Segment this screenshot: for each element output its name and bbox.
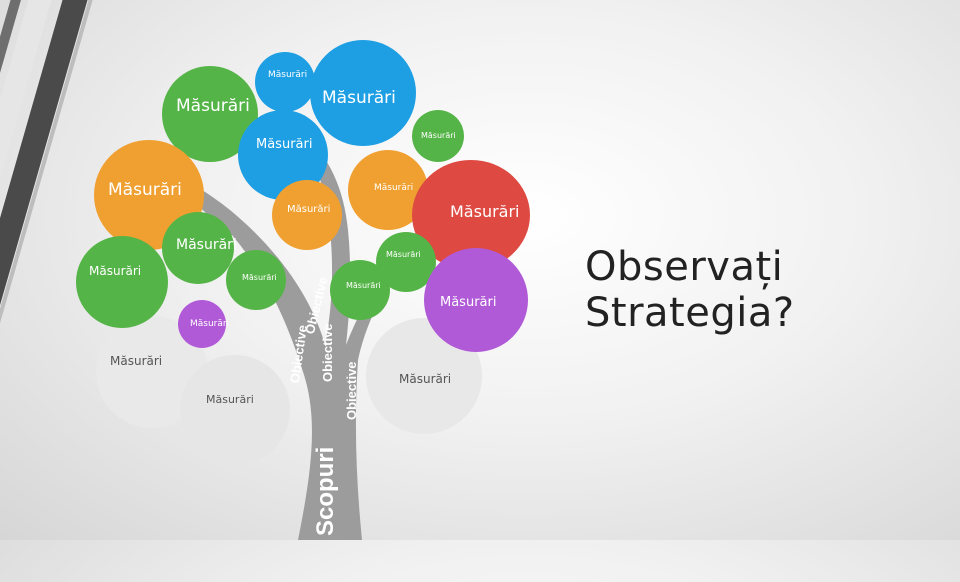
measure-label: Măsurări [110,354,163,368]
trunk-label-objectives: Obiective [344,361,359,420]
measure-label: Măsurări [206,393,254,406]
measure-bubble [272,180,342,250]
measure-bubble [424,248,528,352]
measure-label: Măsurări [108,180,182,200]
trunk-label-goals: Scopuri [312,446,339,536]
trunk-label-objectives: Obiective [320,323,335,382]
measure-label: Măsurări [386,250,421,259]
measure-label: Măsurări [287,204,331,215]
measure-label: Măsurări [399,372,452,386]
measure-bubble [330,260,390,320]
measure-label: Măsurări [450,202,520,221]
measure-label: Măsurări [242,273,277,282]
measure-label: Măsurări [346,281,381,290]
measure-label: Măsurări [256,137,313,152]
measure-label: Măsurări [440,295,497,310]
measure-bubble [310,40,416,146]
measure-bubble [226,250,286,310]
measure-bubble [178,300,226,348]
measure-label: Măsurări [176,237,237,253]
measure-bubble [76,236,168,328]
page-heading: Observați Strategia? [585,244,795,336]
measure-label: Măsurări [89,264,142,278]
measure-label: Măsurări [176,96,250,116]
measure-bubble [180,355,290,465]
measure-label: Măsurări [268,70,308,80]
measure-bubble [162,212,234,284]
measure-bubble [255,52,315,112]
measure-label: Măsurări [190,319,230,329]
measure-label: Măsurări [421,131,456,140]
measure-label: Măsurări [322,88,396,108]
measure-label: Măsurări [374,183,414,193]
measure-bubble [412,110,464,162]
